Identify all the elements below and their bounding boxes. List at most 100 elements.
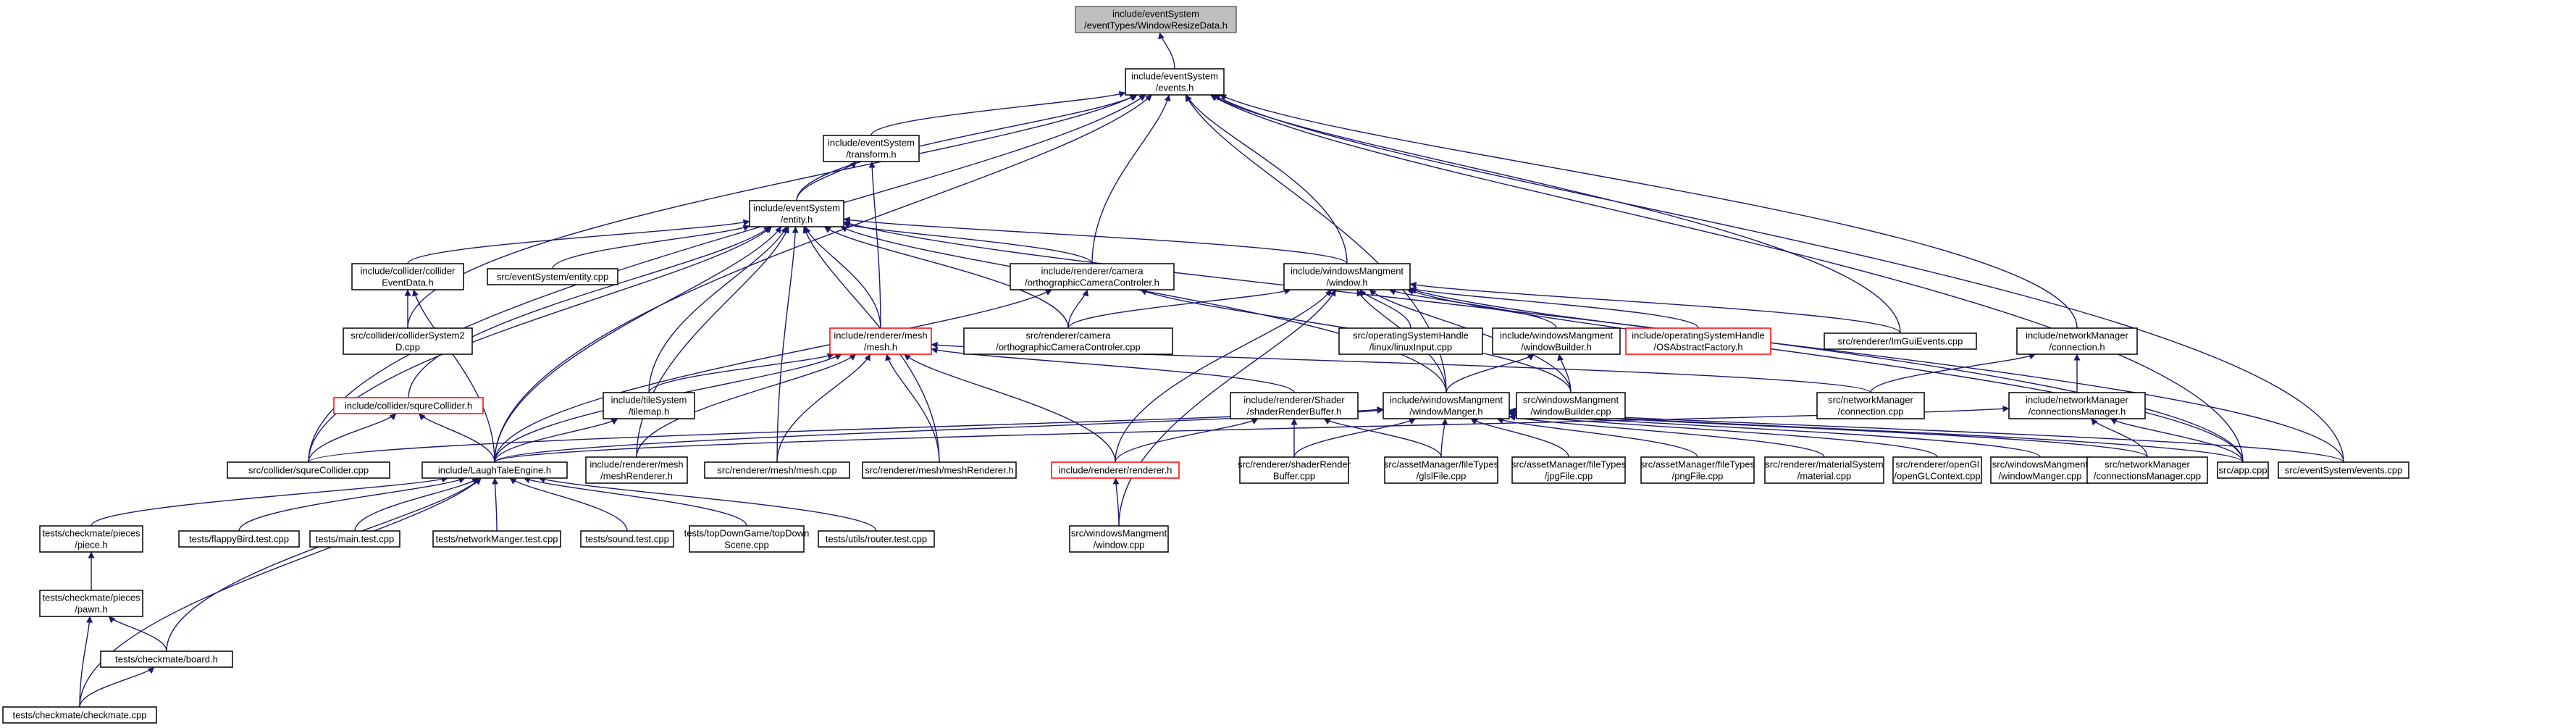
node-mesh-h[interactable]: include/renderer/mesh/mesh.h — [829, 327, 932, 355]
node-tilemap[interactable]: include/tileSystem/tilemap.h — [603, 392, 695, 419]
node-win-builder-cpp[interactable]: src/windowsMangment/windowBuilder.cpp — [1516, 392, 1626, 419]
node-linux-input[interactable]: src/operatingSystemHandle/linux/linuxInp… — [1338, 327, 1483, 355]
node-router[interactable]: tests/utils/router.test.cpp — [818, 530, 935, 548]
node-ortho-h[interactable]: include/renderer/camera/orthographicCame… — [1010, 263, 1175, 290]
node-label-line: /pawn.h — [75, 604, 108, 615]
node-pawn[interactable]: tests/checkmate/pieces/pawn.h — [39, 590, 143, 617]
dependency-edge — [408, 226, 771, 398]
dependency-edge — [1509, 414, 1825, 458]
node-label-line: tests/checkmate/pieces — [42, 528, 140, 539]
node-piece[interactable]: tests/checkmate/pieces/piece.h — [39, 525, 143, 553]
node-label-line: src/windowsMangment — [1523, 395, 1619, 406]
node-label-line: Scene.cpp — [724, 540, 768, 551]
node-win-builder-h[interactable]: include/windowsMangment/windowBuilder.h — [1492, 327, 1621, 355]
node-squre-cpp[interactable]: src/collider/squreCollider.cpp — [227, 461, 390, 479]
node-events-cpp[interactable]: src/eventSystem/events.cpp — [2278, 461, 2409, 479]
node-label-line: /orthographicCameraControler.cpp — [996, 342, 1140, 353]
node-squre-h[interactable]: include/collider/squreCollider.h — [333, 397, 484, 414]
node-label-line: src/renderer/camera — [1025, 330, 1111, 341]
edge-layer — [79, 32, 2344, 708]
node-entity-cpp[interactable]: src/eventSystem/entity.cpp — [487, 268, 618, 285]
node-open-gl[interactable]: src/renderer/openGl/openGLContext.cpp — [1892, 456, 1982, 484]
node-events[interactable]: include/eventSystem/events.h — [1125, 68, 1225, 96]
node-label-line: src/renderer/ImGuiEvents.cpp — [1838, 336, 1963, 347]
node-renderer-h[interactable]: include/renderer/renderer.h — [1051, 461, 1180, 479]
node-jpg-file[interactable]: src/assetManager/fileTypes/jpgFile.cpp — [1511, 456, 1627, 484]
node-net-test[interactable]: tests/networkManger.test.cpp — [432, 530, 561, 548]
dependency-edge — [79, 666, 155, 708]
node-label-line: /shaderRenderBuffer.h — [1247, 406, 1342, 417]
node-win-mgr-h[interactable]: include/windowsMangment/windowManger.h — [1383, 392, 1510, 419]
dependency-edge — [79, 616, 93, 708]
node-conn-mgr-h[interactable]: include/networkManager/connectionsManage… — [2008, 392, 2146, 419]
node-shader-buf-cpp[interactable]: src/renderer/shaderRenderBuffer.cpp — [1238, 456, 1351, 484]
node-mesh-rend-h[interactable]: include/renderer/mesh/meshRenderer.h — [585, 456, 688, 484]
node-checkmate[interactable]: tests/checkmate/checkmate.cpp — [2, 706, 157, 724]
node-conn-mgr-cpp[interactable]: src/networkManager/connectionsManager.cp… — [2086, 456, 2208, 484]
node-app-cpp[interactable]: src/app.cpp — [2217, 461, 2269, 479]
node-box — [2217, 461, 2269, 479]
dependency-edge — [1409, 288, 2344, 463]
node-layer: include/eventSystem/eventTypes/WindowRes… — [2, 6, 2409, 724]
node-label-line: /mesh.h — [864, 342, 897, 353]
node-shader-buf-h[interactable]: include/renderer/Shader/shaderRenderBuff… — [1230, 392, 1359, 419]
dependency-edge — [1293, 418, 1416, 458]
node-box — [963, 327, 1173, 355]
node-mesh-cpp[interactable]: src/renderer/mesh/mesh.cpp — [704, 461, 850, 479]
node-label-line: src/renderer/mesh/meshRenderer.h — [865, 465, 1013, 476]
node-entity[interactable]: include/eventSystem/entity.h — [749, 200, 844, 227]
node-os-factory[interactable]: include/operatingSystemHandle/OSAbstract… — [1625, 327, 1771, 355]
dependency-edge — [796, 161, 857, 201]
node-label-line: include/renderer/camera — [1041, 266, 1144, 277]
node-main-test[interactable]: tests/main.test.cpp — [309, 530, 400, 548]
node-png-file[interactable]: src/assetManager/fileTypes/pngFile.cpp — [1640, 456, 1755, 484]
dependency-edge — [2091, 418, 2148, 458]
node-win-mgr-cpp[interactable]: src/windowsMangment/windowManger.cpp — [1990, 456, 2090, 484]
node-win-cpp[interactable]: src/windowsMangment/window.cpp — [1069, 525, 1169, 553]
node-conn-cpp[interactable]: src/networkManager/connection.cpp — [1816, 392, 1925, 419]
dependency-edge — [308, 406, 1384, 463]
dependency-edge — [308, 94, 1146, 463]
node-imgui[interactable]: src/renderer/ImGuiEvents.cpp — [1824, 332, 1977, 350]
node-transform[interactable]: include/eventSystem/transform.h — [823, 135, 920, 162]
node-board[interactable]: tests/checkmate/board.h — [100, 650, 233, 668]
node-box — [309, 530, 400, 548]
node-glsl-file[interactable]: src/assetManager/fileTypes/glslFile.cpp — [1384, 456, 1499, 484]
node-laugh[interactable]: include/LaughTaleEngine.h — [421, 461, 568, 479]
node-window-h[interactable]: include/windowsMangment/window.h — [1283, 263, 1411, 290]
node-root[interactable]: include/eventSystem/eventTypes/WindowRes… — [1075, 6, 1237, 33]
node-flappy[interactable]: tests/flappyBird.test.cpp — [178, 530, 300, 548]
node-label-line: src/renderer/openGl — [1895, 459, 1979, 470]
node-mesh-rend-cpp[interactable]: src/renderer/mesh/meshRenderer.h — [862, 461, 1017, 479]
node-label-line: include/eventSystem — [753, 203, 840, 214]
dependency-edge — [509, 477, 628, 532]
node-label-line: src/eventSystem/entity.cpp — [497, 272, 608, 283]
dependency-edge — [79, 477, 482, 708]
dependency-edge — [1115, 289, 1332, 463]
node-ortho-cpp[interactable]: src/renderer/camera/orthographicCameraCo… — [963, 327, 1173, 355]
node-label-line: include/renderer/mesh — [590, 459, 683, 470]
node-label-line: tests/checkmate/board.h — [115, 654, 218, 665]
dependency-edge — [108, 616, 167, 652]
dependency-edge — [904, 353, 1116, 463]
node-material[interactable]: src/renderer/materialSystem/material.cpp — [1764, 456, 1884, 484]
node-box — [2278, 461, 2409, 479]
node-box — [1511, 456, 1626, 484]
node-conn-h[interactable]: include/networkManager/connection.h — [2016, 327, 2138, 355]
node-label-line: /linux/linuxInput.cpp — [1369, 342, 1452, 353]
dependency-edge — [648, 353, 834, 393]
dependency-edge — [491, 477, 498, 532]
node-box — [823, 135, 920, 162]
node-box — [39, 590, 143, 617]
node-box — [1125, 68, 1225, 96]
node-label-line: D.cpp — [395, 342, 420, 353]
node-label-line: /piece.h — [75, 540, 108, 551]
node-box — [1892, 456, 1982, 484]
node-sound[interactable]: tests/sound.test.cpp — [580, 530, 674, 548]
node-label-line: /tilemap.h — [629, 406, 669, 417]
dependency-edge — [1112, 477, 1120, 527]
dependency-edge — [1409, 282, 1901, 334]
